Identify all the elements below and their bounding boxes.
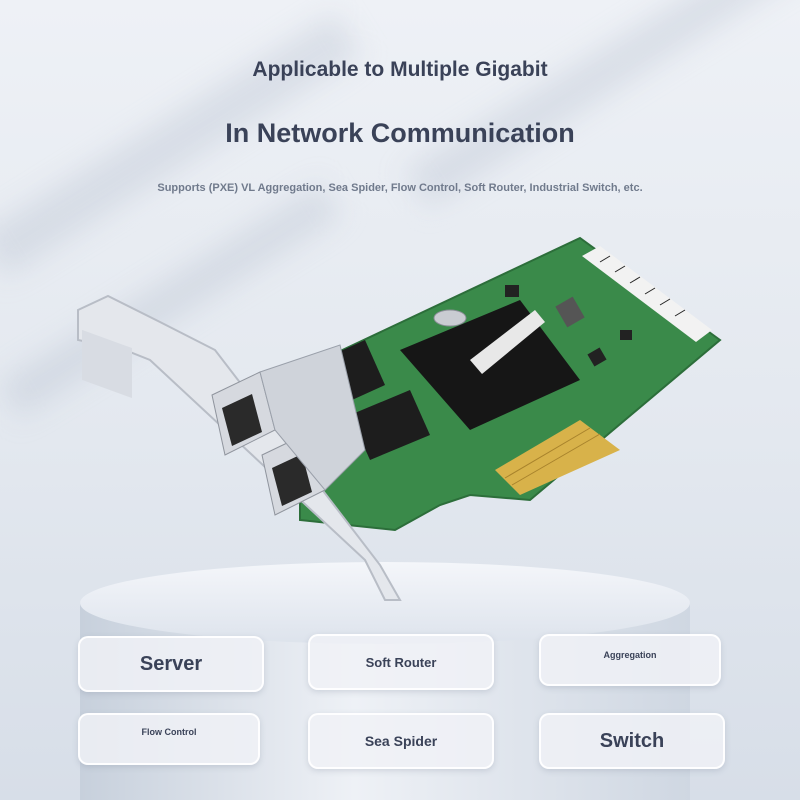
tag-sea-spider: Sea Spider <box>308 713 494 769</box>
heatsink-clip <box>470 310 545 374</box>
chip-3 <box>505 285 519 297</box>
barcode-label <box>582 246 712 342</box>
tag-server: Server <box>78 636 264 692</box>
headline-line1: Applicable to Multiple Gigabit <box>252 58 548 81</box>
tag-switch: Switch <box>539 713 725 769</box>
headline-subline: Supports (PXE) VL Aggregation, Sea Spide… <box>157 182 643 194</box>
chip-2 <box>587 347 607 367</box>
rj45-port-1-socket <box>222 394 262 446</box>
crystal <box>433 309 467 327</box>
tag-soft-router: Soft Router <box>308 634 494 690</box>
chip-1 <box>555 296 585 328</box>
rj45-port-2-socket <box>272 454 312 506</box>
transformer-2 <box>350 390 430 460</box>
headline-line2: In Network Communication <box>225 118 575 148</box>
tag-aggregation: Aggregation <box>539 634 721 686</box>
port-housing <box>259 344 366 491</box>
chip-4 <box>620 330 632 340</box>
tag-flow-control: Flow Control <box>78 713 260 765</box>
bracket-tab <box>82 329 132 399</box>
